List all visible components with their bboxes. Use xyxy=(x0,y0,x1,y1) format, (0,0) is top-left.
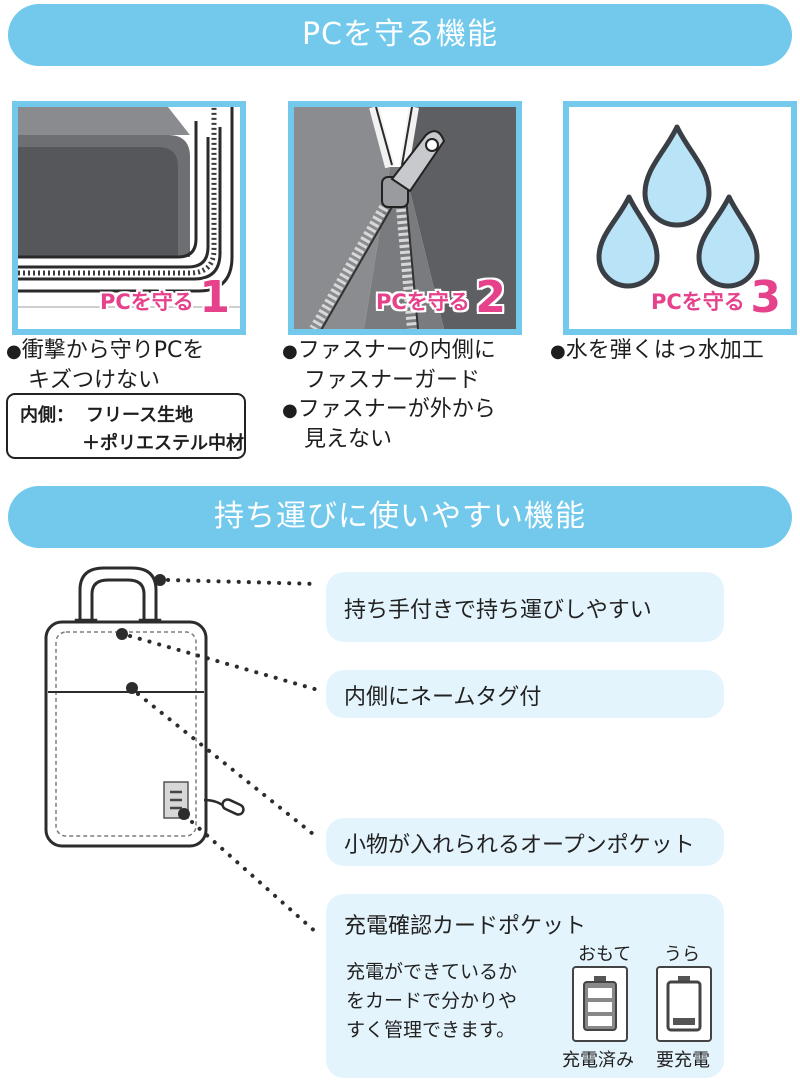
needs-charge-label: 要充電 xyxy=(656,1050,710,1071)
front-label: おもて xyxy=(578,944,632,965)
pc-case-corner-icon xyxy=(18,107,240,329)
material-line1: フリース生地 xyxy=(86,405,194,426)
section-banner-portability: 持ち運びに使いやすい機能 xyxy=(8,486,792,548)
panel-zipper-guard: PCを守る 2 xyxy=(288,101,522,335)
material-label: 内側： xyxy=(20,405,74,426)
card-pocket-title: 充電確認カードポケット xyxy=(344,914,587,939)
battery-low-icon xyxy=(656,966,712,1042)
callout-open-pocket: 小物が入れられるオープンポケット xyxy=(326,818,724,866)
panel-shock-protection: PCを守る 1 xyxy=(12,101,246,335)
zipper-icon xyxy=(294,107,516,329)
feature-shock: ●衝撃から守りPCを キズつけない xyxy=(6,338,205,393)
protect-label-1: PCを守る 1 xyxy=(99,272,230,323)
callout-card-pocket: 充電確認カードポケット 充電ができているか をカードで分かりや すく管理できます… xyxy=(326,894,724,1078)
battery-full-icon xyxy=(572,966,628,1042)
material-box: 内側： フリース生地 ＋ポリエステル中材 xyxy=(6,393,246,459)
feature-zipper-hidden: ●ファスナーが外から 見えない xyxy=(282,397,496,452)
protect-label-2: PCを守る 2 xyxy=(375,272,506,323)
section-banner-pc-protection: PCを守る機能 xyxy=(8,4,792,66)
card-pocket-body: 充電ができているか をカードで分かりや すく管理できます。 xyxy=(346,961,518,1041)
section-title: 持ち運びに使いやすい機能 xyxy=(214,499,586,534)
callout-name-tag-text: 内側にネームタグ付 xyxy=(344,685,542,710)
water-drops-icon xyxy=(569,107,791,329)
callout-handle-text: 持ち手付きで持ち運びしやすい xyxy=(344,598,652,623)
callout-name-tag: 内側にネームタグ付 xyxy=(326,670,724,718)
section-title: PCを守る機能 xyxy=(301,17,499,52)
pc-bag-illustration xyxy=(44,566,320,936)
material-line2: ＋ポリエステル中材 xyxy=(82,433,244,454)
callout-handle: 持ち手付きで持ち運びしやすい xyxy=(326,572,724,642)
back-label: うら xyxy=(664,944,700,965)
panel-water-repellent: PCを守る 3 xyxy=(563,101,797,335)
charged-label: 充電済み xyxy=(562,1050,634,1071)
protect-label-3: PCを守る 3 xyxy=(650,272,781,323)
callout-open-pocket-text: 小物が入れられるオープンポケット xyxy=(344,833,695,858)
feature-zipper-guard: ●ファスナーの内側に ファスナーガード xyxy=(282,338,496,393)
feature-water-repellent: ●水を弾くはっ水加工 xyxy=(550,338,764,363)
